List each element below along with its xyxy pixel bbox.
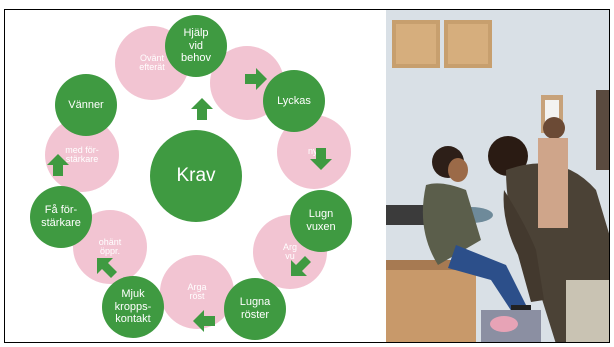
- node-label: Få för- stärkare: [41, 204, 81, 229]
- cycle-diagram: Ovänt efterät nyt Arg vu Arga röst ohänt…: [5, 10, 380, 342]
- node-label: Lugn vuxen: [306, 208, 336, 233]
- faded-node-label: med för- stärkare: [65, 144, 99, 164]
- faded-node-label: ohänt öppr.: [98, 236, 122, 256]
- arrow-up-icon: [47, 154, 69, 176]
- node-hjalp-vid-behov: Hjälp vid behov: [165, 15, 227, 77]
- arrow-right-icon: [245, 68, 267, 90]
- photo-illustration-icon: [386, 10, 609, 342]
- faded-node-label: Arga röst: [187, 281, 207, 301]
- node-label: Lugna röster: [239, 296, 271, 321]
- slide: Ovänt efterät nyt Arg vu Arga röst ohänt…: [4, 9, 610, 343]
- node-label: Lyckas: [277, 94, 311, 107]
- arrow-up-left-icon: [97, 258, 117, 278]
- node-mjuk-kroppskontakt: Mjuk kropps- kontakt: [102, 276, 164, 338]
- node-lugna-roster: Lugna röster: [224, 278, 286, 340]
- faded-node-arga: Arga röst: [160, 255, 234, 329]
- node-lugn-vuxen: Lugn vuxen: [290, 190, 352, 252]
- node-lyckas: Lyckas: [263, 70, 325, 132]
- node-label: Hjälp vid behov: [181, 27, 211, 65]
- faded-node-label: Ovänt efterät: [139, 52, 165, 72]
- photo-father-child: [386, 10, 609, 342]
- node-vanner: Vänner: [55, 74, 117, 136]
- arrow-down-left-icon: [291, 256, 311, 276]
- node-label: Mjuk kropps- kontakt: [114, 288, 152, 326]
- node-fa-forstarkare: Få för- stärkare: [30, 186, 92, 248]
- node-label: Vänner: [68, 98, 104, 111]
- faded-node-label: nyt: [307, 146, 320, 157]
- arrow-down-icon: [310, 148, 332, 170]
- faded-node-label: Arg vu: [282, 241, 297, 261]
- center-node-krav: Krav: [150, 130, 242, 222]
- arrow-left-icon: [193, 310, 215, 332]
- center-label: Krav: [176, 165, 216, 187]
- arrow-up-icon: [191, 98, 213, 120]
